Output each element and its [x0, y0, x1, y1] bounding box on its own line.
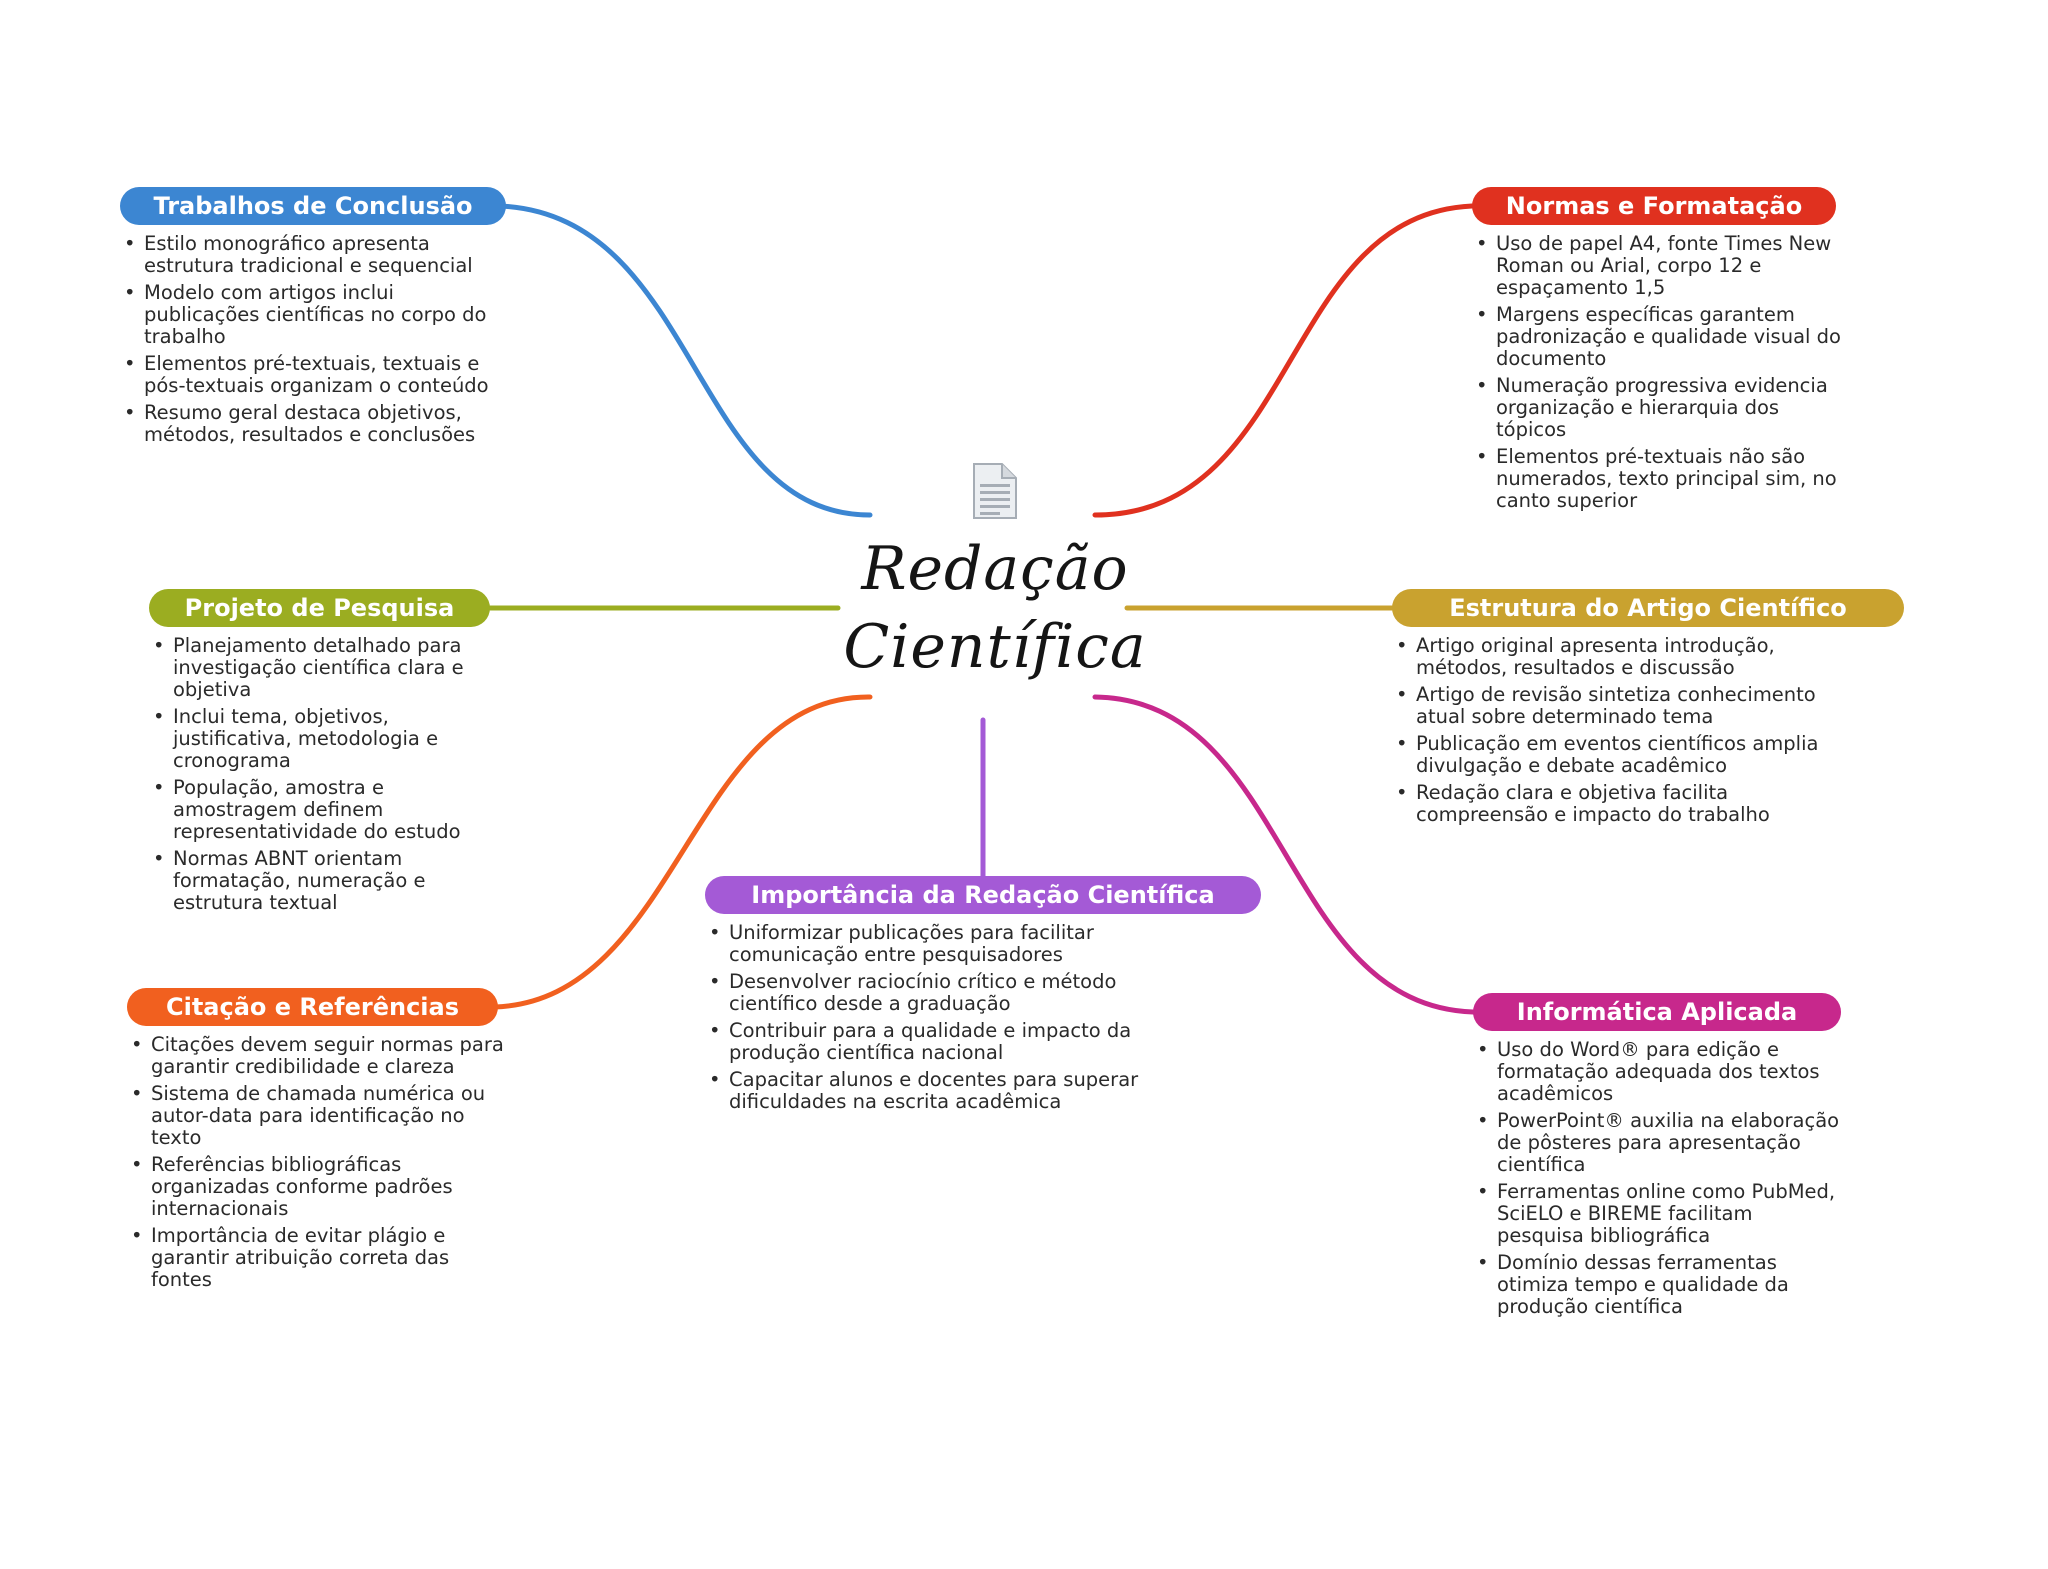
list-item: Planejamento detalhado para investigação… [149, 635, 494, 701]
branch-item-list: Planejamento detalhado para investigação… [149, 635, 494, 914]
list-item: Resumo geral destaca objetivos, métodos,… [120, 402, 490, 446]
list-item: Importância de evitar plágio e garantir … [127, 1225, 507, 1291]
branch-projeto-de-pesquisa: Projeto de Pesquisa Planejamento detalha… [149, 589, 494, 919]
list-item: Referências bibliográficas organizadas c… [127, 1154, 507, 1220]
branch-item-list: Uso do Word® para edição e formatação ad… [1473, 1039, 1843, 1318]
branch-item-list: Uso de papel A4, fonte Times New Roman o… [1472, 233, 1842, 512]
list-item: Inclui tema, objetivos, justificativa, m… [149, 706, 494, 772]
list-item: Estilo monográfico apresenta estrutura t… [120, 233, 490, 277]
connector-informatica [1092, 694, 1476, 1015]
list-item: Uniformizar publicações para facilitar c… [705, 922, 1175, 966]
branch-title-pill[interactable]: Estrutura do Artigo Científico [1392, 589, 1904, 627]
list-item: Contribuir para a qualidade e impacto da… [705, 1020, 1175, 1064]
branch-importancia-da-redacao-cientifica: Importância da Redação Científica Unifor… [705, 876, 1265, 1118]
connector-citacao [492, 694, 873, 1010]
branch-normas-e-formatacao: Normas e Formatação Uso de papel A4, fon… [1472, 187, 1842, 517]
list-item: Uso de papel A4, fonte Times New Roman o… [1472, 233, 1842, 299]
branch-item-list: Estilo monográfico apresenta estrutura t… [120, 233, 490, 446]
branch-title-pill[interactable]: Normas e Formatação [1472, 187, 1836, 225]
list-item: Desenvolver raciocínio crítico e método … [705, 971, 1175, 1015]
central-title: Redação Científica [843, 534, 1147, 682]
branch-title-pill[interactable]: Importância da Redação Científica [705, 876, 1261, 914]
list-item: Normas ABNT orientam formatação, numeraç… [149, 848, 494, 914]
branch-title-pill[interactable]: Trabalhos de Conclusão [120, 187, 506, 225]
central-topic: Redação Científica [840, 460, 1150, 710]
list-item: Ferramentas online como PubMed, SciELO e… [1473, 1181, 1843, 1247]
branch-title-pill[interactable]: Projeto de Pesquisa [149, 589, 490, 627]
list-item: Artigo original apresenta introdução, mé… [1392, 635, 1837, 679]
branch-informatica-aplicada: Informática Aplicada Uso do Word® para e… [1473, 993, 1843, 1323]
branch-item-list: Artigo original apresenta introdução, mé… [1392, 635, 1837, 826]
branch-trabalhos-de-conclusao: Trabalhos de Conclusão Estilo monográfic… [120, 187, 506, 451]
list-item: Margens específicas garantem padronizaçã… [1472, 304, 1842, 370]
list-item: População, amostra e amostragem definem … [149, 777, 494, 843]
connector-trabalhos [497, 203, 873, 518]
list-item: PowerPoint® auxilia na elaboração de pôs… [1473, 1110, 1843, 1176]
list-item: Numeração progressiva evidencia organiza… [1472, 375, 1842, 441]
list-item: Artigo de revisão sintetiza conhecimento… [1392, 684, 1837, 728]
list-item: Modelo com artigos inclui publicações ci… [120, 282, 490, 348]
branch-title-pill[interactable]: Citação e Referências [127, 988, 498, 1026]
list-item: Publicação em eventos científicos amplia… [1392, 733, 1837, 777]
list-item: Sistema de chamada numérica ou autor-dat… [127, 1083, 507, 1149]
list-item: Capacitar alunos e docentes para superar… [705, 1069, 1175, 1113]
branch-item-list: Uniformizar publicações para facilitar c… [705, 922, 1175, 1113]
list-item: Elementos pré-textuais, textuais e pós-t… [120, 353, 490, 397]
list-item: Domínio dessas ferramentas otimiza tempo… [1473, 1252, 1843, 1318]
document-icon [973, 463, 1017, 519]
branch-title-pill[interactable]: Informática Aplicada [1473, 993, 1841, 1031]
connector-normas [1092, 203, 1475, 518]
list-item: Redação clara e objetiva facilita compre… [1392, 782, 1837, 826]
branch-estrutura-do-artigo-cientifico: Estrutura do Artigo Científico Artigo or… [1392, 589, 1907, 831]
branch-item-list: Citações devem seguir normas para garant… [127, 1034, 507, 1291]
list-item: Citações devem seguir normas para garant… [127, 1034, 507, 1078]
list-item: Uso do Word® para edição e formatação ad… [1473, 1039, 1843, 1105]
list-item: Elementos pré-textuais não são numerados… [1472, 446, 1842, 512]
branch-citacao-e-referencias: Citação e Referências Citações devem seg… [127, 988, 507, 1296]
